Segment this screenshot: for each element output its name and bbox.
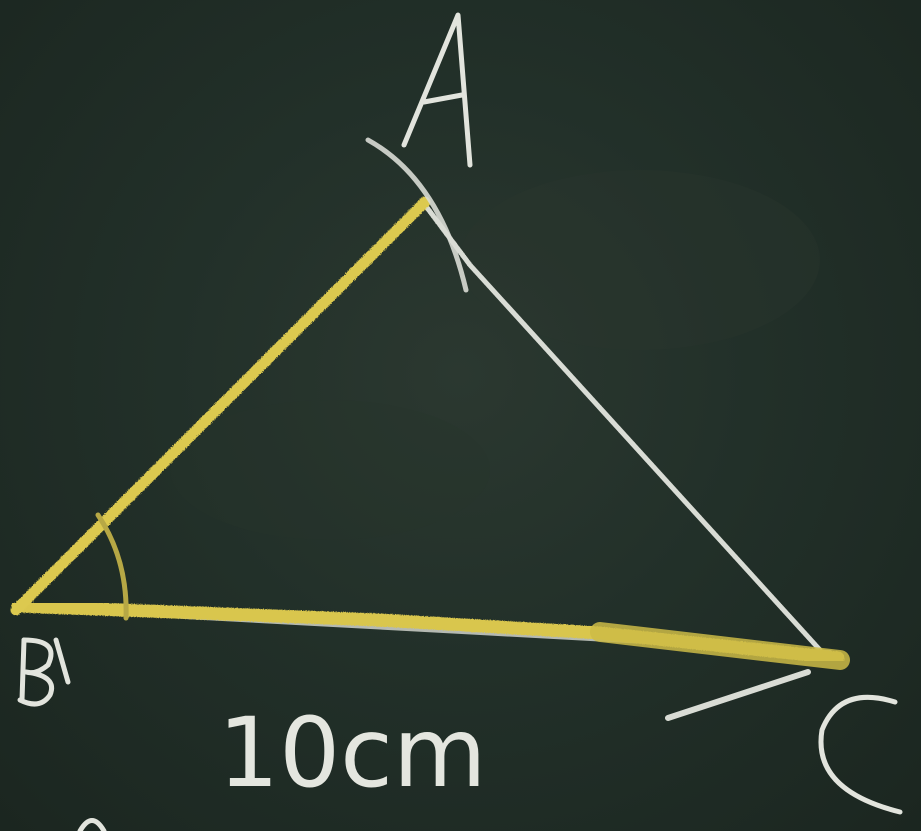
partial-chalk-mark (77, 818, 107, 831)
vertex-label-c: C (812, 680, 912, 820)
side-ac-line (422, 202, 823, 653)
side-bc-length-label: 10cm (218, 697, 486, 809)
vertex-label-a: A (402, 10, 474, 170)
side-bc-highlight-tip (590, 622, 850, 670)
side-ab-highlight (10, 196, 431, 616)
compass-arc-c (665, 669, 811, 721)
board-smudge (170, 400, 490, 540)
vertex-label-a-drawing (401, 12, 473, 168)
angle-arc-b (95, 512, 129, 621)
vertex-label-c-drawing (818, 694, 903, 815)
board-smudge (460, 170, 820, 350)
vertex-label-b-drawing (17, 637, 71, 707)
compass-arc-a (365, 137, 469, 293)
vertex-label-b: B (12, 632, 74, 708)
